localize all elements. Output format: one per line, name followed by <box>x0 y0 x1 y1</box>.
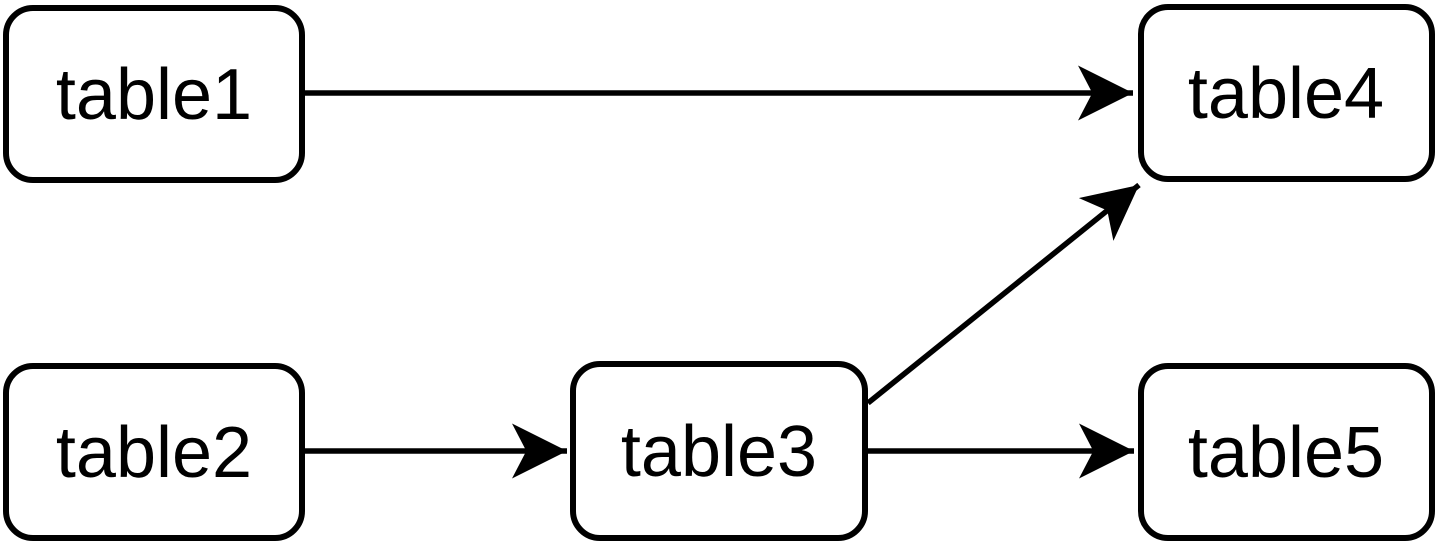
edge-table3-table4 <box>866 182 1141 406</box>
node-table1-label: table1 <box>56 55 252 135</box>
node-table3-box <box>570 361 868 541</box>
node-table1: table1 <box>3 5 305 183</box>
node-table5-box <box>1138 363 1435 541</box>
node-table1-box <box>3 5 305 183</box>
node-table2-label: table2 <box>56 413 252 493</box>
node-table4: table4 <box>1138 4 1435 182</box>
node-table4-box <box>1138 4 1435 182</box>
node-table3: table3 <box>570 361 868 541</box>
node-table3-label: table3 <box>621 412 817 492</box>
node-table4-label: table4 <box>1188 54 1384 134</box>
node-table5-label: table5 <box>1188 413 1384 493</box>
node-table5: table5 <box>1138 363 1435 541</box>
node-table2: table2 <box>3 363 305 541</box>
node-table2-box <box>3 363 305 541</box>
